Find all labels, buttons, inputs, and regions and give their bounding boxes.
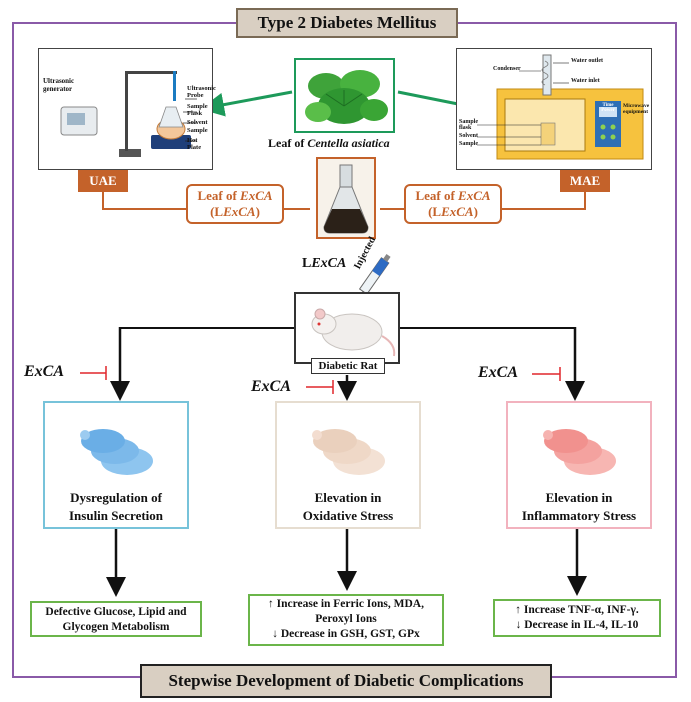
diabetic-rat-label: Diabetic Rat	[311, 358, 385, 374]
leaf-to-uae-arrow	[200, 90, 293, 117]
blue-rats-icon	[80, 429, 153, 475]
panel-insulin-line2: Insulin Secretion	[68, 508, 164, 523]
panel-oxidative-line2: Oxidative Stress	[302, 508, 394, 523]
uae-hotplate-label: Hot Plate	[187, 137, 202, 151]
beige-rats-icon	[312, 429, 385, 475]
panel-inflammatory-line1: Elevation in	[545, 490, 613, 505]
mae-sample-flask-label: Sample flask	[459, 119, 479, 131]
uae-solvent-label: Solvent	[187, 119, 208, 126]
outcome-oxidative: ↑ Increase in Ferric Ions, MDA, Peroxyl …	[248, 594, 444, 646]
inhibitor-label-right: ExCA	[478, 364, 519, 381]
uae-apparatus-image: Ultrasonic generator Ultrasonic Probe Sa…	[38, 48, 216, 170]
panel-insulin: Dysregulation of Insulin Secretion	[43, 401, 189, 529]
leaf-icon	[305, 70, 388, 124]
uae-tag: UAE	[78, 170, 128, 192]
leaf-tag-right: Leaf of ExCA (LExCA)	[404, 184, 502, 224]
uae-generator-label: Ultrasonic generator	[43, 77, 75, 93]
leaf-image	[294, 58, 395, 133]
extract-label: LExCA	[302, 256, 347, 271]
leaf-tag-left: Leaf of ExCA (LExCA)	[186, 184, 284, 224]
panel-oxidative: Elevation in Oxidative Stress	[275, 401, 421, 529]
mae-time-power-label: Time Power	[601, 103, 615, 113]
mae-solvent-label: Solvent	[459, 133, 479, 139]
mae-water-inlet-label: Water inlet	[571, 78, 600, 84]
panel-insulin-line1: Dysregulation of	[70, 490, 162, 505]
mae-water-outlet-label: Water outlet	[571, 58, 604, 64]
uae-probe-label: Ultrasonic Probe	[187, 85, 216, 99]
ultrasonic-apparatus-icon	[60, 71, 197, 157]
flask-icon	[323, 164, 369, 234]
pink-rats-icon	[543, 429, 616, 475]
extract-flask-image	[316, 157, 376, 239]
panel-inflammatory: Elevation in Inflammatory Stress	[506, 401, 652, 529]
inhibitor-label-left: ExCA	[24, 363, 65, 380]
mae-condenser-label: Condenser	[493, 66, 521, 72]
outcome-inflammatory: ↑ Increase TNF-α, INF-γ. ↓ Decrease in I…	[493, 599, 661, 637]
uae-sample-flask-label: Sample Flask	[187, 103, 208, 117]
rat-icon	[311, 308, 396, 357]
panel-oxidative-line1: Elevation in	[314, 490, 382, 505]
mae-apparatus-image: Condenser Water outlet Water inlet Sampl…	[456, 48, 652, 170]
diagram-title: Type 2 Diabetes Mellitus	[236, 8, 458, 38]
diagram-footer: Stepwise Development of Diabetic Complic…	[140, 664, 552, 698]
inhibitor-label-center: ExCA	[251, 378, 292, 395]
outcome-metabolism: Defective Glucose, Lipid and Glycogen Me…	[30, 601, 202, 637]
panel-inflammatory-line2: Inflammatory Stress	[521, 508, 637, 523]
leaf-caption: Leaf of Centella asiatica	[268, 136, 390, 150]
diabetic-rat-image	[294, 292, 400, 364]
microwave-apparatus-icon	[477, 54, 644, 160]
uae-sample-label: Sample	[187, 127, 208, 134]
mae-tag: MAE	[560, 170, 610, 192]
syringe-icon	[357, 254, 391, 301]
mae-sample-label: Sample	[459, 141, 479, 147]
mae-microwave-label: Microwave equipment	[623, 103, 650, 115]
